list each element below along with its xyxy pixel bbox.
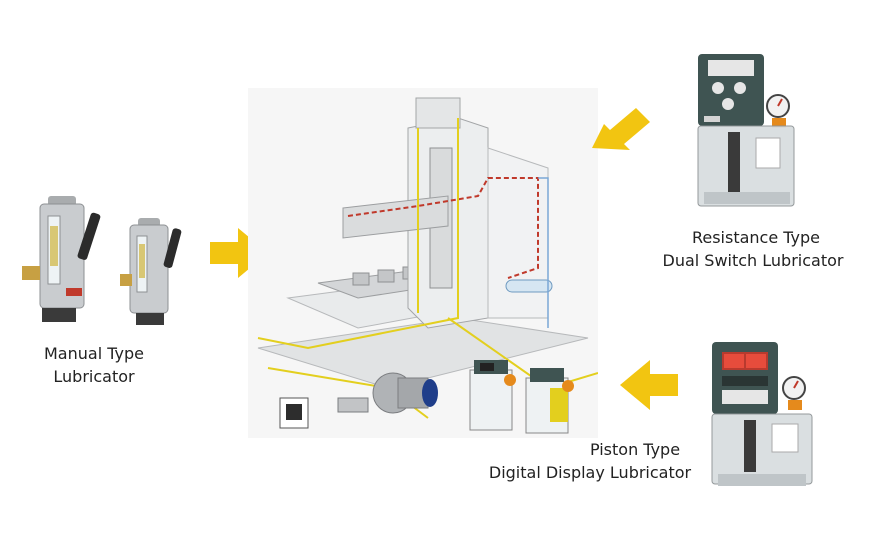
resistance-label-line2: Dual Switch Lubricator	[662, 251, 844, 270]
manual-label-line2: Lubricator	[53, 367, 135, 386]
resistance-lubricator	[694, 52, 798, 212]
manual-lubricator-large	[22, 196, 112, 326]
manual-label-line1: Manual Type	[44, 344, 144, 363]
resistance-label-line1: Resistance Type	[691, 228, 821, 247]
manual-lubricator-label: Manual Type Lubricator	[24, 342, 164, 388]
arrow-left-icon	[620, 360, 678, 410]
manual-lubricator-small	[118, 218, 190, 326]
piston-lubricator	[706, 340, 816, 492]
piston-lubricator-label: Piston Type Digital Display Lubricator	[470, 438, 710, 484]
arrow-left-icon	[592, 108, 650, 160]
arrow-right-icon	[210, 228, 268, 278]
piston-label-line2: Digital Display Lubricator	[488, 463, 692, 482]
piston-label-line1: Piston Type	[589, 440, 681, 459]
machine-tool-illustration	[248, 88, 599, 438]
resistance-lubricator-label: Resistance Type Dual Switch Lubricator	[656, 226, 856, 272]
